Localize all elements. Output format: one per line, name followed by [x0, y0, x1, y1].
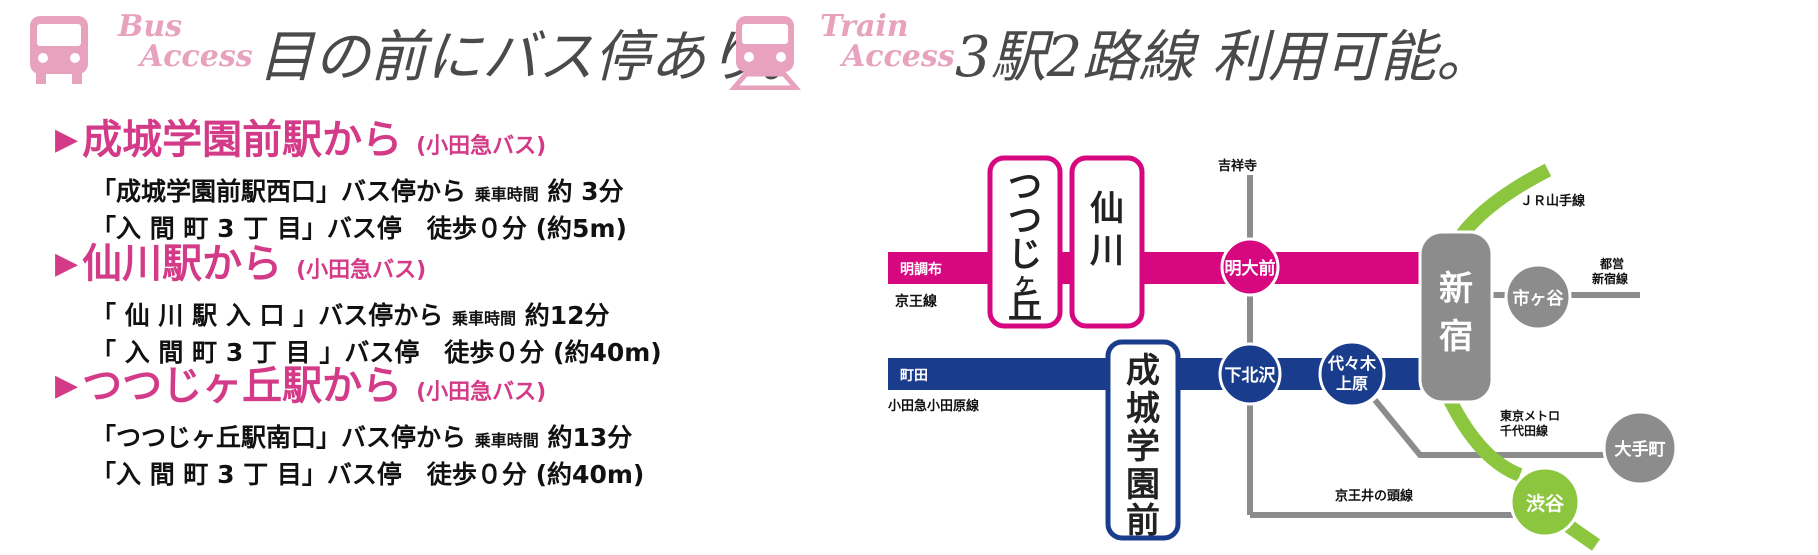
bus-access-line1: Bus	[118, 9, 183, 44]
section-note: (小田急バス)	[296, 258, 427, 283]
walk-line: 「 入 間 町 3 丁 目 」バス停 徒歩０分 (約40m)	[91, 338, 662, 367]
ride-time-label: 乗車時間	[474, 431, 539, 450]
section-title-text: 仙川駅から	[82, 241, 283, 287]
bus-access-line2: Access	[140, 39, 253, 74]
bus-stop-text: 「つつじヶ丘駅南口」バス停から	[91, 423, 467, 452]
walk-line: 「入 間 町 3 丁 目」バス停 徒歩０分 (約40m)	[91, 460, 645, 489]
metro-label-line2: 千代田線	[1500, 423, 1548, 438]
ichigaya-text: 市ヶ谷	[1513, 288, 1565, 309]
shimokitazawa-station	[1218, 342, 1282, 406]
toei-label-line1: 都営	[1599, 256, 1624, 271]
tsutsujigaoka-box	[987, 155, 1063, 329]
section-title: ▶仙川駅から (小田急バス)	[55, 242, 662, 293]
bus-section-sengawa: ▶仙川駅から (小田急バス) 「 仙 川 駅 入 口 」バス停から 乗車時間 約1…	[55, 242, 662, 370]
bus-access-label: Bus Access	[118, 12, 253, 72]
section-title-text: 成城学園前駅から	[82, 117, 403, 163]
shinjuku-station	[1418, 230, 1494, 404]
keio-line-label: 京王線	[895, 293, 937, 310]
triangle-arrow-icon: ▶	[55, 368, 79, 403]
kichijoji-label: 吉祥寺	[1218, 158, 1257, 174]
chiyoda-line	[1372, 398, 1610, 458]
otemachi-text: 大手町	[1615, 439, 1666, 460]
bus-headline: 目の前にバス停あり。	[258, 25, 817, 90]
toei-label-line2: 新宿線	[1592, 271, 1628, 286]
bus-section-seijo: ▶成城学園前駅から (小田急バス) 「成城学園前駅西口」バス停から 乗車時間 約 …	[55, 118, 627, 246]
yoyogi-uehara-station	[1318, 340, 1386, 408]
train-headline: 3駅2路線 利用可能。	[955, 25, 1493, 90]
bus-stop-text: 「 仙 川 駅 入 口 」バス停から	[91, 301, 444, 330]
train-access-line2: Access	[842, 39, 955, 74]
yoyogi-uehara-text: 代々木上原	[1327, 354, 1377, 393]
seijo-text: 成城学園前	[1126, 351, 1160, 541]
ride-time-label: 乗車時間	[451, 309, 516, 328]
ride-time-value: 約12分	[524, 301, 610, 330]
tsutsujigaoka-text: つつじヶ丘	[1008, 167, 1042, 327]
bus-icon	[22, 14, 96, 88]
sengawa-box	[1069, 155, 1145, 329]
section-title: ▶成城学園前駅から (小田急バス)	[55, 118, 627, 169]
shinjuku-text: 新宿	[1439, 269, 1473, 357]
section-title: ▶つつじヶ丘駅から (小田急バス)	[55, 364, 644, 415]
ride-time-value: 約13分	[547, 423, 633, 452]
ride-time-label: 乗車時間	[474, 185, 539, 204]
train-access-label: Train Access	[820, 12, 955, 72]
meidaimae-station	[1220, 237, 1280, 297]
ride-time-value: 約 3分	[547, 177, 624, 206]
section-note: (小田急バス)	[416, 134, 547, 159]
triangle-arrow-icon: ▶	[55, 122, 79, 157]
shimokitazawa-text: 下北沢	[1225, 365, 1277, 386]
seijo-box	[1105, 339, 1181, 541]
keio-line	[888, 252, 1448, 284]
bus-stop-line: 「つつじヶ丘駅南口」バス停から 乗車時間 約13分	[91, 421, 644, 458]
bus-stop-line: 「成城学園前駅西口」バス停から 乗車時間 約 3分	[91, 175, 627, 212]
toei-shinjuku-label: 都営新宿線	[1592, 256, 1628, 286]
odakyu-direction-label: 町田	[900, 368, 928, 384]
train-access-line1: Train	[820, 9, 909, 44]
metro-label-line1: 東京メトロ	[1500, 408, 1560, 423]
inokashira-label: 京王井の頭線	[1335, 488, 1414, 504]
bus-stop-text: 「成城学園前駅西口」バス停から	[91, 177, 467, 206]
train-icon	[728, 14, 802, 91]
otemachi-station	[1602, 410, 1678, 486]
section-note: (小田急バス)	[416, 380, 547, 405]
odakyu-line-label: 小田急小田原線	[888, 398, 980, 414]
keio-direction-label: 明調布	[900, 261, 942, 278]
shibuya-station	[1509, 466, 1581, 538]
bus-stop-line: 「 仙 川 駅 入 口 」バス停から 乗車時間 約12分	[91, 299, 662, 336]
tokyo-metro-label: 東京メトロ千代田線	[1500, 408, 1560, 438]
bus-section-tsutsujigaoka: ▶つつじヶ丘駅から (小田急バス) 「つつじヶ丘駅南口」バス停から 乗車時間 約1…	[55, 364, 644, 492]
triangle-arrow-icon: ▶	[55, 246, 79, 281]
meidaimae-text: 明大前	[1225, 258, 1276, 279]
jr-yamanote-label: ＪＲ山手線	[1520, 193, 1586, 209]
section-title-text: つつじヶ丘駅から	[82, 363, 403, 409]
sengawa-text: 仙川	[1090, 189, 1124, 271]
ichigaya-station	[1504, 263, 1572, 331]
shibuya-text: 渋谷	[1526, 492, 1565, 515]
walk-line: 「入 間 町 3 丁 目」バス停 徒歩０分 (約5m)	[91, 214, 627, 243]
